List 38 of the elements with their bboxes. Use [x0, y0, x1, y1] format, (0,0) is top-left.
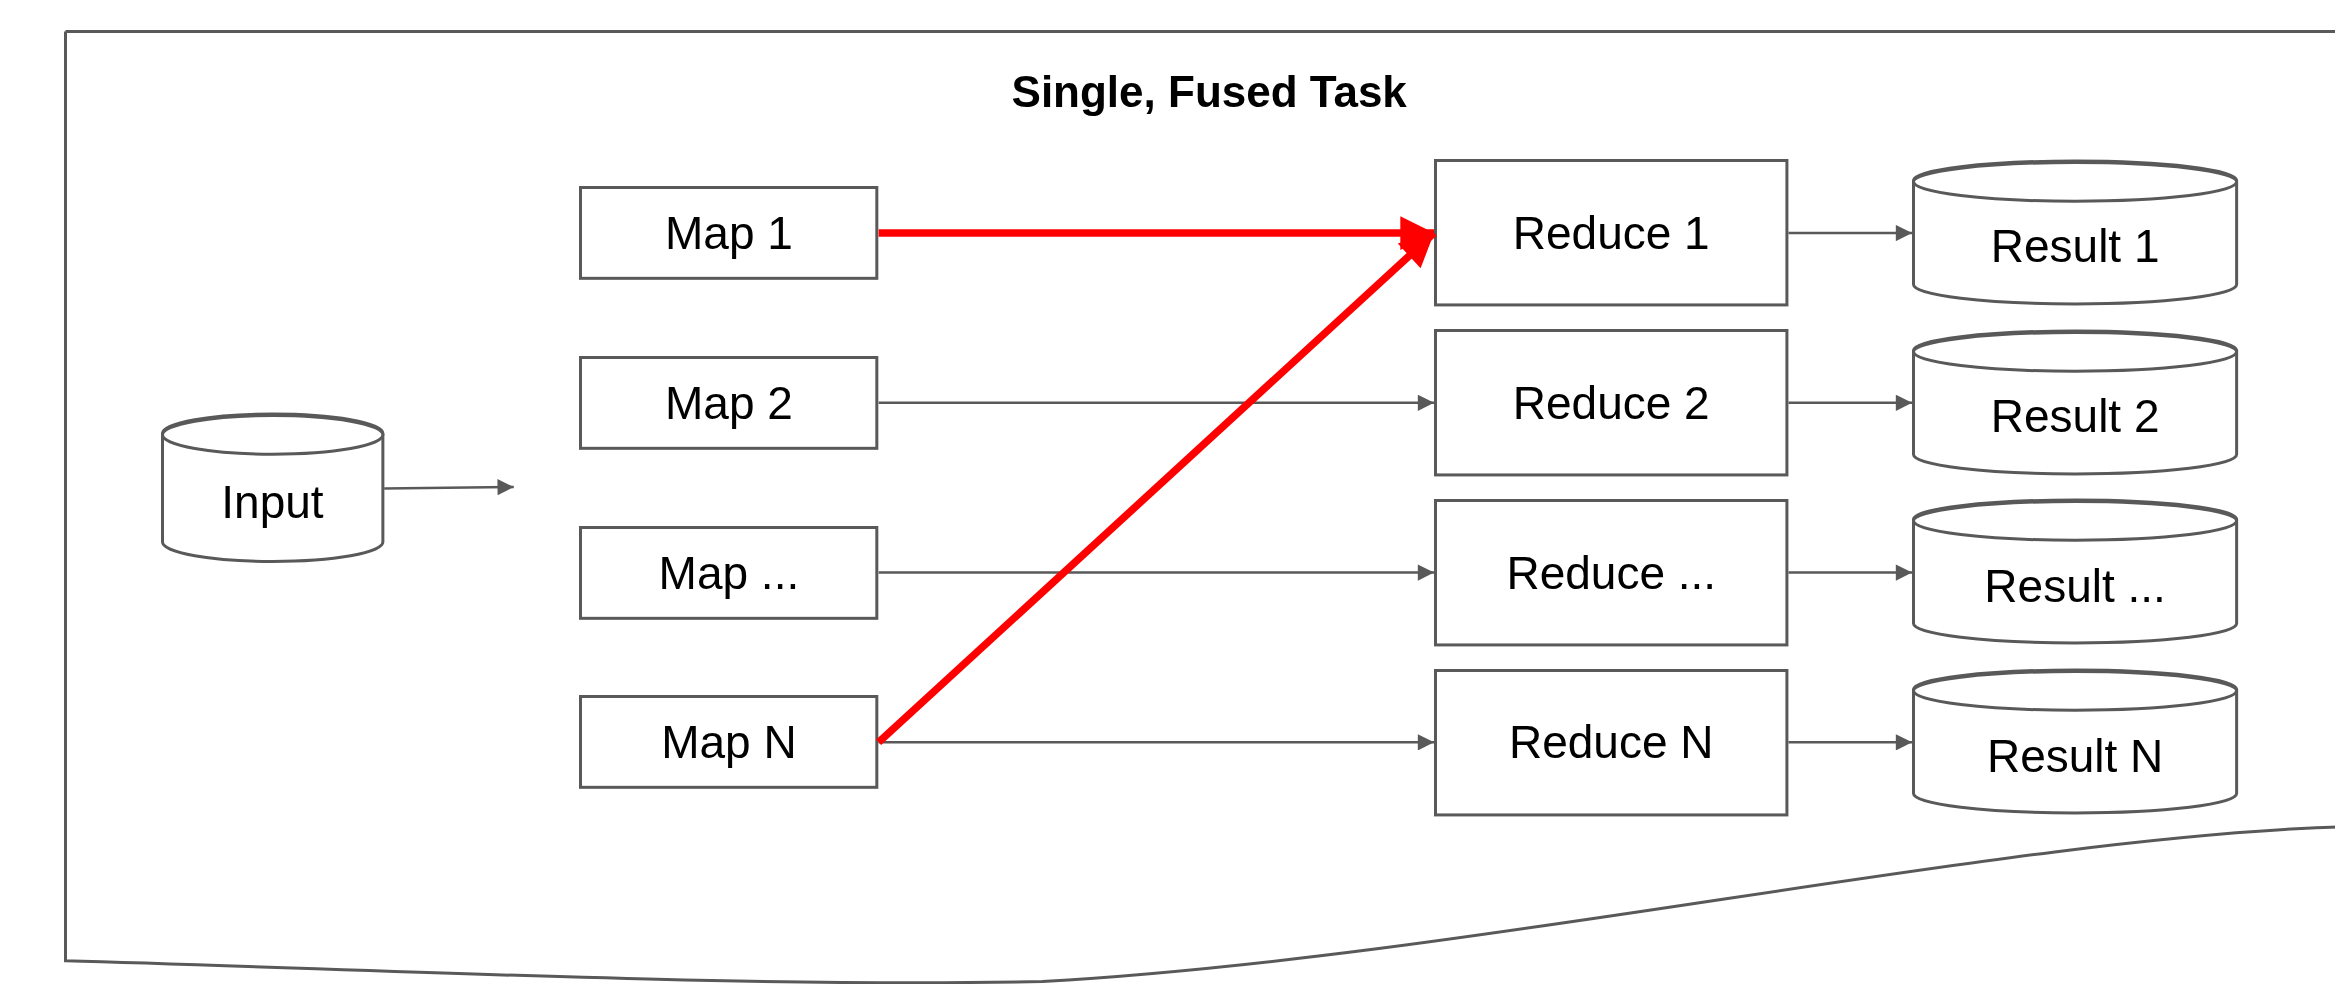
node-label: Map ...	[657, 545, 801, 600]
node-label: Reduce 1	[1511, 206, 1711, 261]
node-label: Result 2	[1989, 389, 2161, 444]
arrow	[878, 216, 1435, 250]
database-cylinder	[160, 413, 385, 563]
process-box	[579, 525, 879, 620]
node-label: Input	[220, 474, 325, 529]
process-box	[1434, 159, 1789, 307]
node-label: Map 2	[664, 375, 794, 430]
process-box	[1434, 329, 1789, 477]
task-container	[64, 29, 2335, 984]
database-cylinder	[1912, 160, 2239, 306]
process-box	[579, 355, 879, 450]
arrow	[876, 230, 1437, 746]
node-label: Reduce ...	[1505, 545, 1718, 600]
arrow	[878, 394, 1435, 411]
node-label: Result 1	[1989, 219, 2161, 274]
node-label: Map N	[660, 715, 798, 770]
database-cylinder	[1912, 670, 2239, 815]
arrow	[384, 479, 514, 496]
database-cylinder	[1912, 500, 2239, 645]
node-label: Result ...	[1983, 558, 2167, 613]
node-label: Result N	[1985, 728, 2165, 783]
arrow	[1788, 734, 1913, 751]
arrow	[878, 734, 1435, 751]
process-box	[579, 695, 879, 790]
node-label: Map 1	[664, 206, 794, 261]
node-label: Reduce N	[1507, 715, 1715, 770]
node-label: Reduce 2	[1511, 375, 1711, 430]
container-heading: Single, Fused Task	[1011, 67, 1407, 117]
process-box	[1434, 498, 1789, 647]
process-box	[579, 186, 879, 280]
database-cylinder	[1912, 330, 2239, 475]
process-box	[1434, 668, 1789, 817]
arrow	[1788, 394, 1913, 411]
arrow	[1788, 564, 1913, 581]
arrow	[878, 564, 1435, 581]
arrow	[1788, 224, 1913, 242]
